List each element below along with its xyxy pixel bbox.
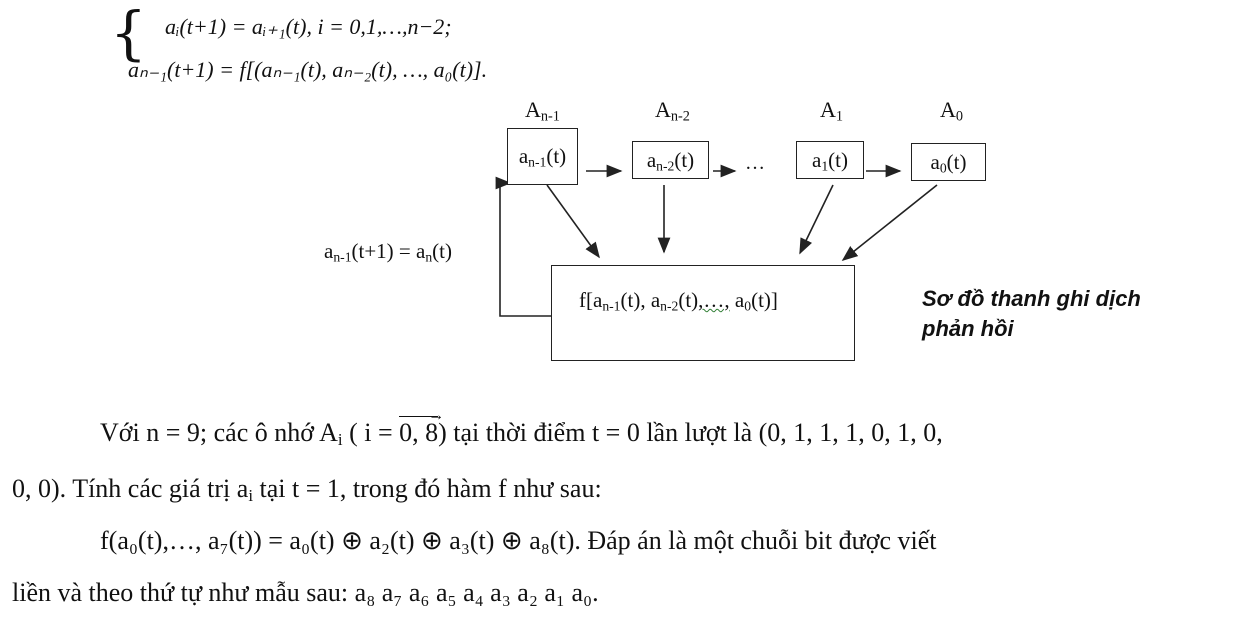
feedback-label: an-1(t+1) = an(t)	[324, 239, 452, 265]
input-arrow-a1	[799, 184, 834, 255]
problem-line-4: liền và theo thứ tự như mẫu sau: a₈ a₇ a…	[12, 578, 599, 607]
input-arrow-an1	[546, 184, 600, 259]
input-arrow-a0	[841, 184, 938, 261]
register-title-A1: A1	[820, 97, 844, 125]
problem-line-1: Với n = 9; các ô nhớ Ai ( i = →0, 8) tại…	[100, 407, 943, 450]
problem-line-3: f(a₀(t),…, a₇(t)) = a₀(t) ⊕ a₂(t) ⊕ a₃(t…	[100, 526, 937, 555]
register-box-A1: a1(t)	[796, 141, 864, 179]
register-title-An-2: An-2	[655, 97, 690, 125]
equation-line-1: aᵢ(t+1) = aᵢ₊₁(t), i = 0,1,…,n−2;	[165, 14, 452, 39]
register-box-An-2: an-2(t)	[632, 141, 709, 179]
equation-line-2: aₙ₋₁(t+1) = f[(aₙ₋₁(t), aₙ₋₂(t), …, a₀(t…	[128, 57, 488, 82]
diagram-caption: Sơ đồ thanh ghi dịch phản hồi	[922, 286, 1141, 341]
function-label: f[an-1(t), an-2(t),…, a0(t)]	[579, 288, 778, 314]
feedback-loop	[495, 176, 551, 317]
register-box-A0: a0(t)	[911, 143, 986, 181]
function-box	[551, 265, 855, 361]
register-content-An-2: an-2(t)	[646, 147, 695, 173]
register-content-A0: a0(t)	[930, 149, 967, 175]
vector-range: →0, 8	[399, 407, 445, 447]
register-title-A0: A0	[940, 97, 964, 125]
register-ellipsis: …	[745, 152, 765, 174]
register-box-An-1: an-1(t)	[507, 128, 578, 185]
register-content-A1: a1(t)	[812, 147, 848, 173]
problem-line-2: 0, 0). Tính các giá trị ai tại t = 1, tr…	[12, 474, 602, 506]
register-content-An-1: an-1(t)	[518, 144, 567, 170]
left-brace: {	[110, 0, 147, 67]
register-title-An-1: An-1	[525, 97, 560, 125]
